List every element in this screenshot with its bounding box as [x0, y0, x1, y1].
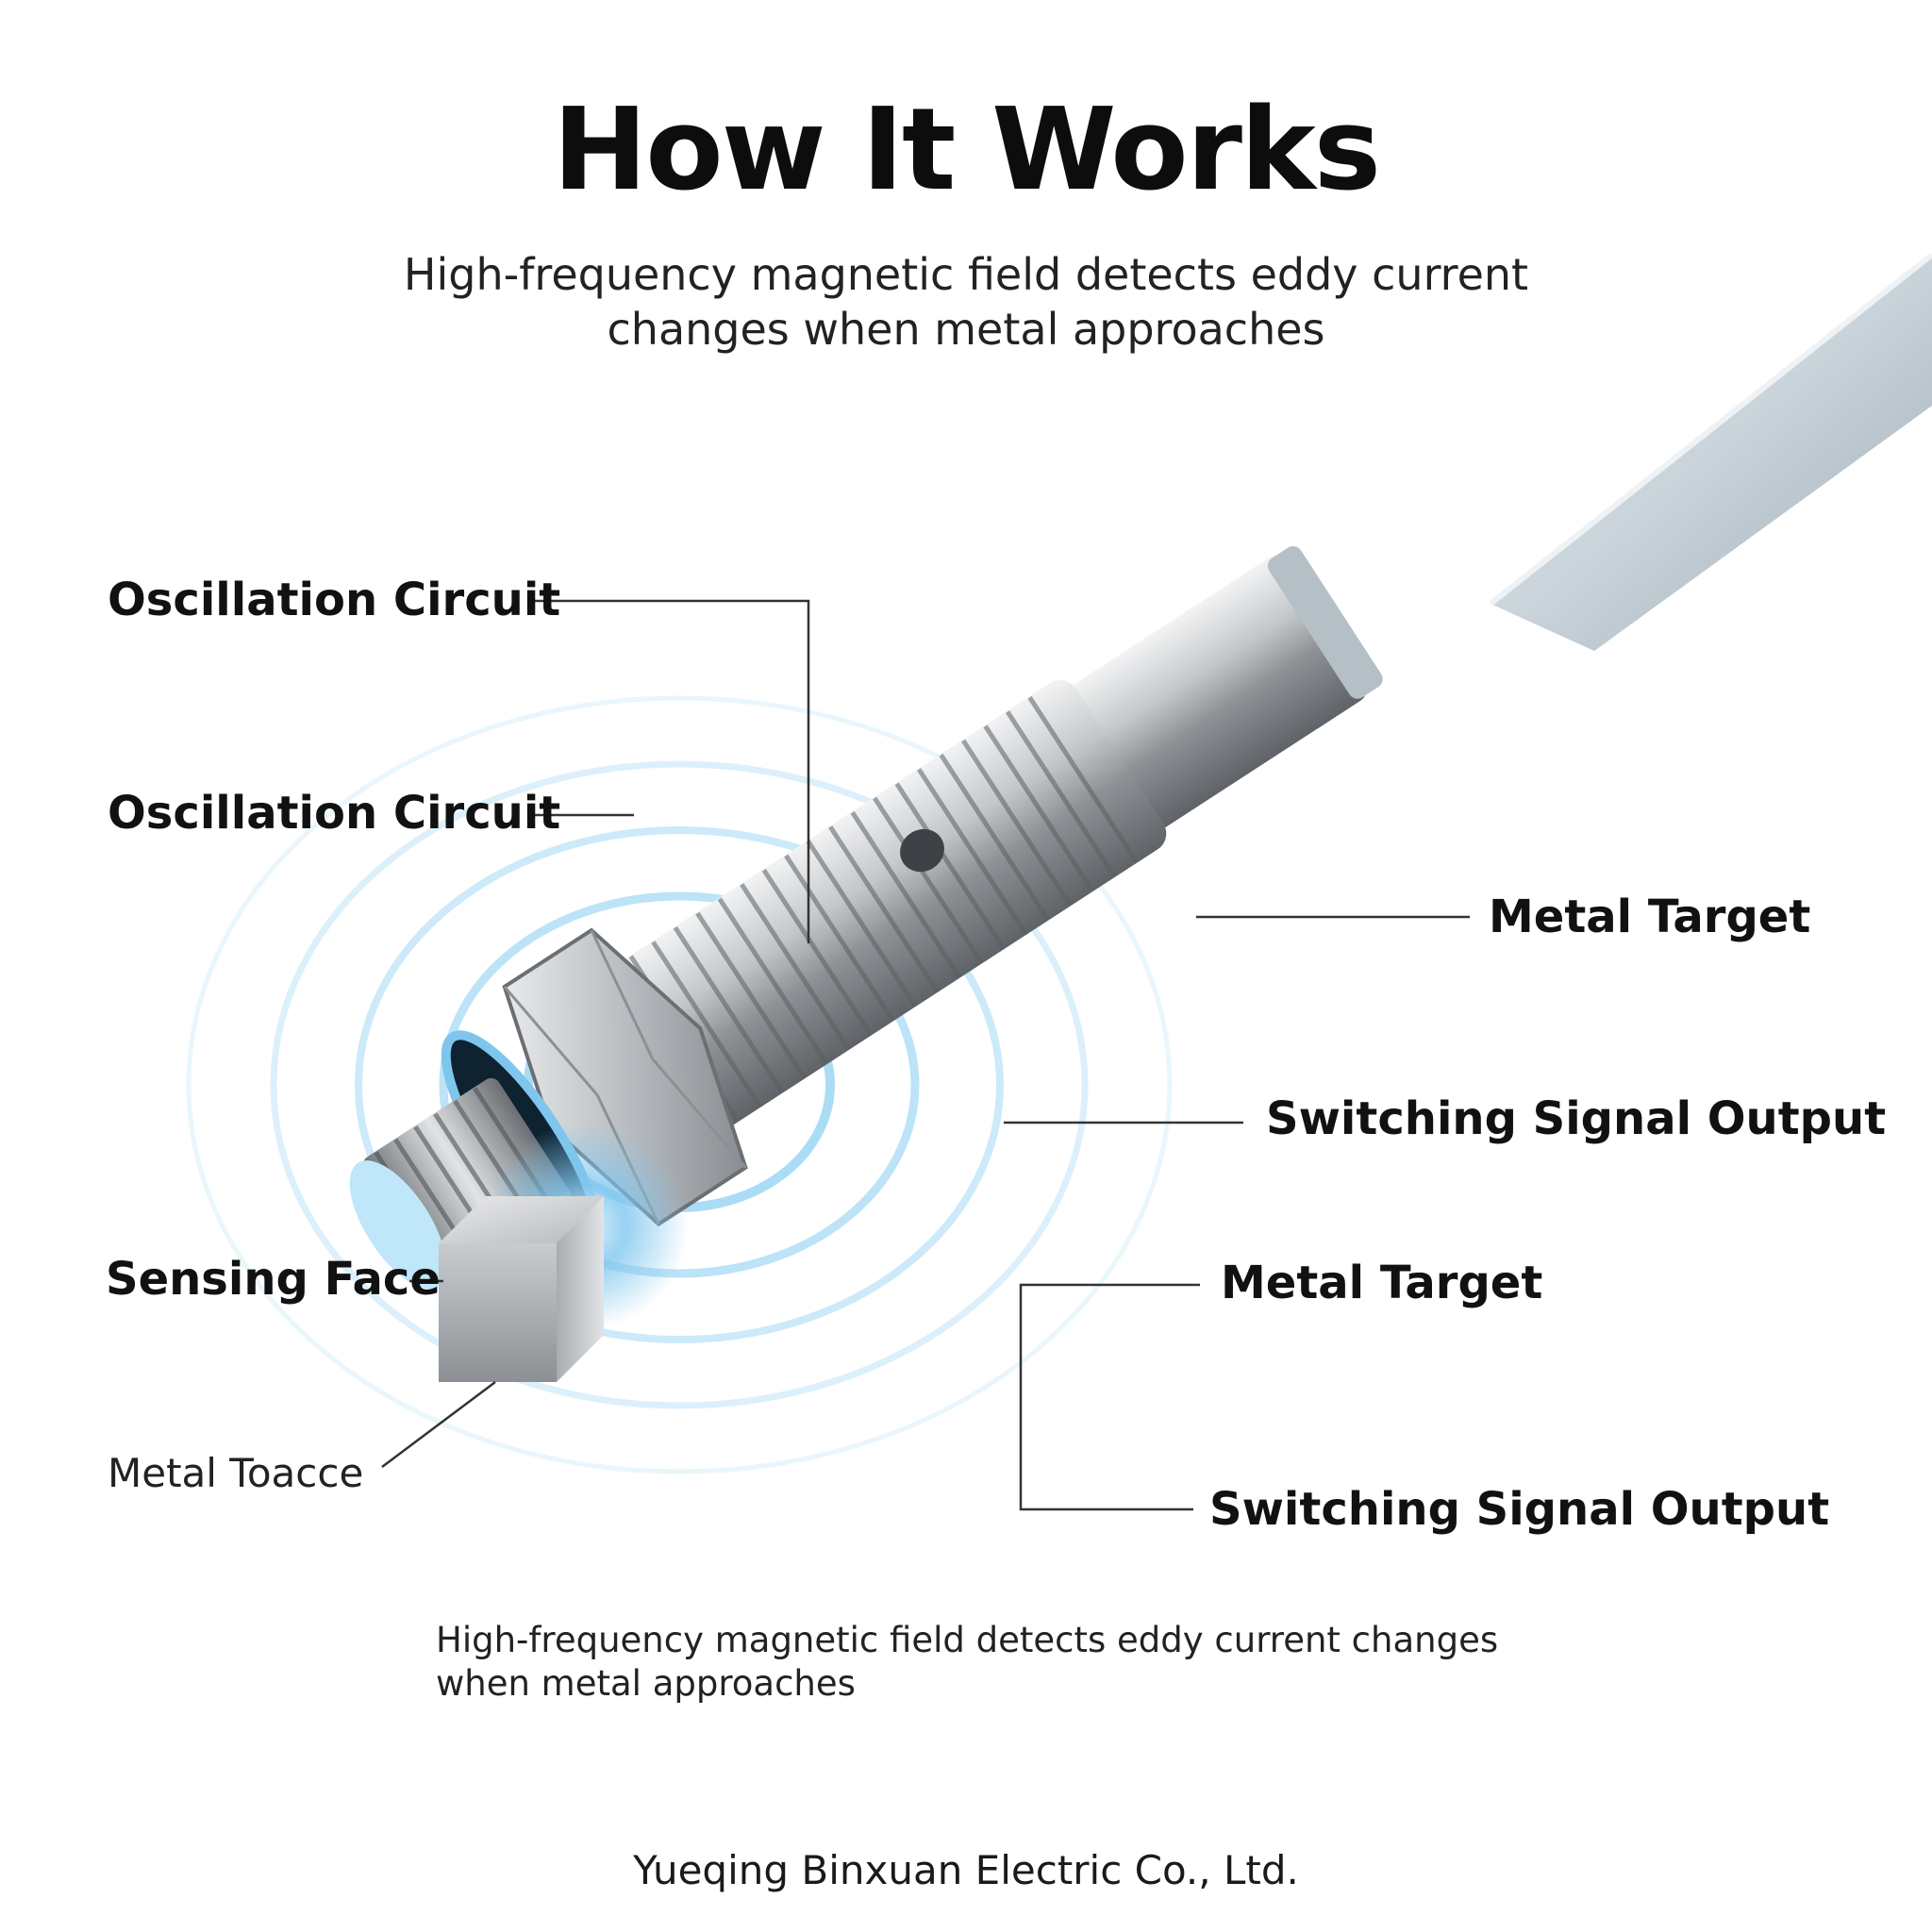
label-switching-signal-output-1: Switching Signal Output	[1266, 1092, 1887, 1145]
caption-text: High-frequency magnetic field detects ed…	[436, 1620, 1499, 1704]
page-title: How It Works	[552, 85, 1381, 216]
page-subtitle: High-frequency magnetic field detects ed…	[403, 249, 1529, 355]
label-metal-toacce: Metal Toacce	[108, 1450, 364, 1496]
label-oscillation-circuit-1: Oscillation Circuit	[108, 574, 561, 626]
label-oscillation-circuit-2: Oscillation Circuit	[108, 787, 561, 840]
metal-cube-target	[439, 1196, 604, 1382]
label-sensing-face: Sensing Face	[106, 1253, 441, 1306]
sensor-cable	[1489, 252, 1932, 651]
label-switching-signal-output-2: Switching Signal Output	[1209, 1483, 1830, 1536]
indicator-hole	[900, 828, 944, 873]
company-name: Yueqing Binxuan Electric Co., Ltd.	[633, 1847, 1299, 1893]
leader-lines	[381, 599, 1470, 1511]
rear-housing	[1062, 556, 1367, 833]
label-metal-target-2: Metal Target	[1221, 1257, 1543, 1309]
label-metal-target-1: Metal Target	[1489, 891, 1811, 943]
sensing-face-disc	[349, 1160, 447, 1290]
